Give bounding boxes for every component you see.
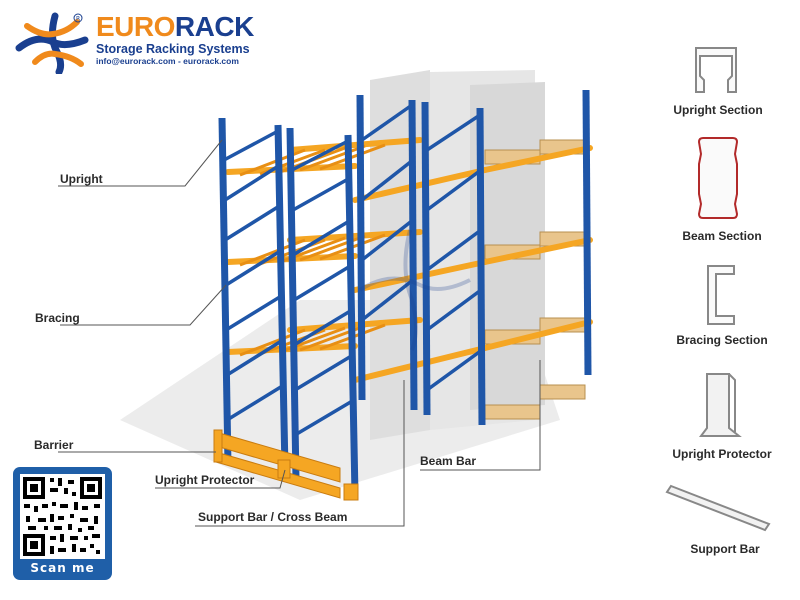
bracing-section-label: Bracing Section (676, 333, 768, 347)
beam-section-icon (697, 137, 739, 219)
upright-section-icon (695, 47, 737, 93)
svg-text:R: R (76, 16, 80, 23)
upright-protector (277, 459, 359, 501)
callout-upright-protector: Upright Protector (155, 473, 255, 487)
support-bar-icon (665, 484, 771, 532)
support-bar-leader (195, 380, 405, 527)
bracing-leader (60, 284, 227, 326)
upright-leader (58, 139, 223, 187)
scan-me-label: Scan me (30, 561, 95, 575)
brand-name-part2: RACK (174, 11, 254, 42)
support-bar-label: Support Bar (690, 542, 760, 556)
eurorack-logo-icon: R (15, 12, 89, 74)
callout-beam-bar: Beam Bar (420, 454, 477, 468)
bracing (223, 103, 484, 437)
brand-contact: info@eurorack.com - eurorack.com (96, 56, 239, 66)
callout-bracing: Bracing (35, 311, 80, 325)
beam-section-label: Beam Section (682, 229, 762, 243)
upright (218, 89, 592, 496)
beam-bar-leader (420, 360, 541, 471)
qr-code[interactable] (20, 474, 105, 559)
watermark-logo (358, 229, 471, 351)
brand-name-part1: EURO (96, 11, 175, 42)
qr-code-block[interactable]: Scan me (13, 467, 112, 580)
callout-barrier: Barrier (34, 438, 74, 452)
upright-protector-icon (699, 373, 742, 437)
back-panel (370, 70, 430, 440)
callout-support-bar: Support Bar / Cross Beam (198, 510, 348, 524)
brand-tagline: Storage Racking Systems (96, 42, 250, 56)
brand-block: EURORACK Storage Racking Systems info@eu… (96, 13, 254, 67)
upright-protector-leader (155, 469, 286, 489)
brand-name: EURORACK (96, 13, 254, 41)
qr-code-icon (23, 477, 102, 556)
bracing-section-icon (707, 265, 735, 325)
upright-section-label: Upright Section (673, 103, 763, 117)
callout-upright: Upright (60, 172, 103, 186)
upright-protector-label: Upright Protector (672, 447, 772, 461)
